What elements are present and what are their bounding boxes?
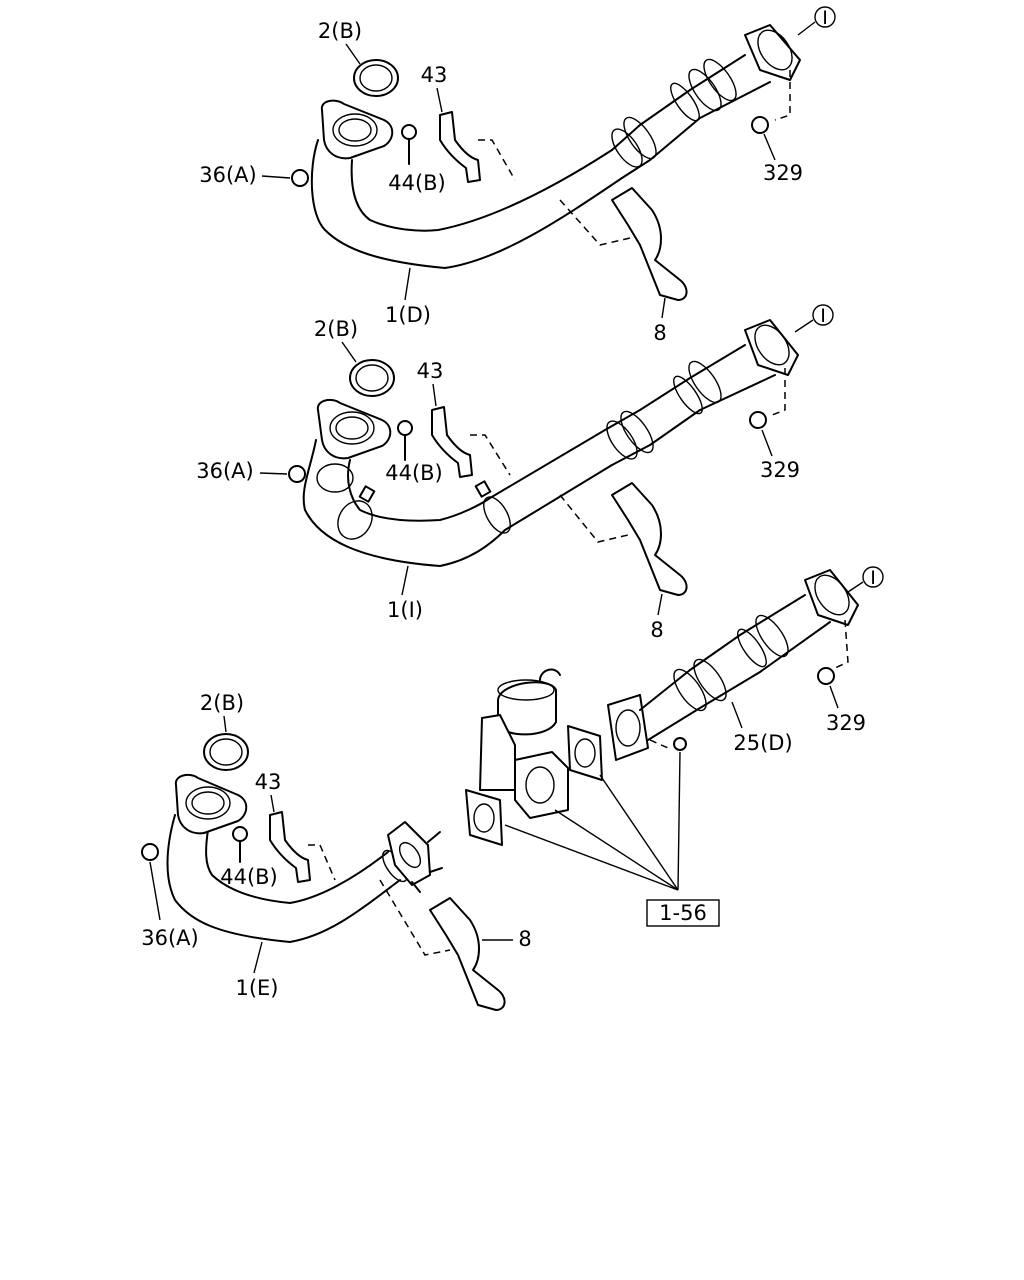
label-clamp: 43 (255, 770, 282, 794)
label-bracket: 8 (653, 321, 666, 345)
label-valve-ref: 1-56 (659, 901, 707, 925)
bracket (559, 482, 688, 596)
ref-circle-label: Ⅰ (820, 305, 826, 327)
nut-right (817, 667, 835, 685)
ref-circle-label: Ⅰ (822, 7, 828, 29)
bracket (379, 879, 506, 1011)
inlet-flange (320, 99, 394, 160)
label-clamp: 43 (417, 359, 444, 383)
assembly-2: Ⅰ 2(B) 43 44(B) 36(A) 1(I) 8 329 (196, 304, 834, 642)
clamp (431, 406, 473, 478)
bolt (401, 124, 417, 165)
bolt (397, 420, 413, 461)
label-pipe: 1(I) (387, 598, 423, 622)
bolt (232, 826, 248, 863)
ref-circle (862, 566, 884, 588)
valve-ref-leaders (504, 751, 681, 891)
nut-right (751, 116, 769, 134)
valve-gasket-left (465, 789, 503, 846)
valve-gasket-right (567, 725, 603, 781)
label-nut-left: 36(A) (196, 459, 253, 483)
label-bolt: 44(B) (385, 461, 443, 485)
label-gasket: 2(B) (314, 317, 358, 341)
valve-ref-box (646, 899, 720, 927)
gasket-ring (203, 733, 249, 771)
label-gasket: 2(B) (318, 19, 362, 43)
assembly-1: Ⅰ 2(B) 43 44(B) 36(A) 1(D) 8 329 (199, 6, 836, 345)
clamp (439, 111, 481, 183)
gasket-ring (349, 359, 395, 397)
label-nut-right: 329 (763, 161, 803, 185)
ref-circle (814, 6, 836, 28)
nut-left (141, 843, 159, 861)
inlet-flange (174, 773, 248, 835)
label-bracket: 8 (518, 927, 531, 951)
nut-right (749, 411, 767, 429)
label-bolt: 44(B) (388, 171, 446, 195)
label-pipe: 1(E) (235, 976, 278, 1000)
exhaust-brake-valve (479, 668, 569, 819)
label-nut-right: 329 (826, 711, 866, 735)
front-pipe-1d (310, 24, 801, 269)
label-nut-right: 329 (760, 458, 800, 482)
label-bracket: 8 (650, 618, 663, 642)
nut-left (291, 169, 309, 187)
silencer-25d (607, 569, 859, 761)
nut-left (288, 465, 306, 483)
bracket (559, 187, 688, 301)
label-nut-left: 36(A) (199, 163, 256, 187)
label-silencer: 25(D) (733, 731, 792, 755)
front-pipe-1e (166, 814, 408, 943)
gasket-ring (353, 59, 399, 97)
silencer-nut (673, 737, 687, 751)
inlet-flange (316, 398, 392, 460)
label-nut-left: 36(A) (141, 926, 198, 950)
label-clamp: 43 (421, 63, 448, 87)
ref-circle (812, 304, 834, 326)
label-bolt: 44(B) (220, 865, 278, 889)
assembly-3: 1-56 Ⅰ 2(B) 43 44(B) 36(A (141, 566, 884, 1011)
front-pipe-1i (302, 319, 799, 567)
clamp (269, 811, 311, 883)
mid-flange (387, 821, 443, 893)
label-gasket: 2(B) (200, 691, 244, 715)
ref-circle-label: Ⅰ (870, 567, 876, 589)
label-pipe: 1(D) (385, 303, 431, 327)
